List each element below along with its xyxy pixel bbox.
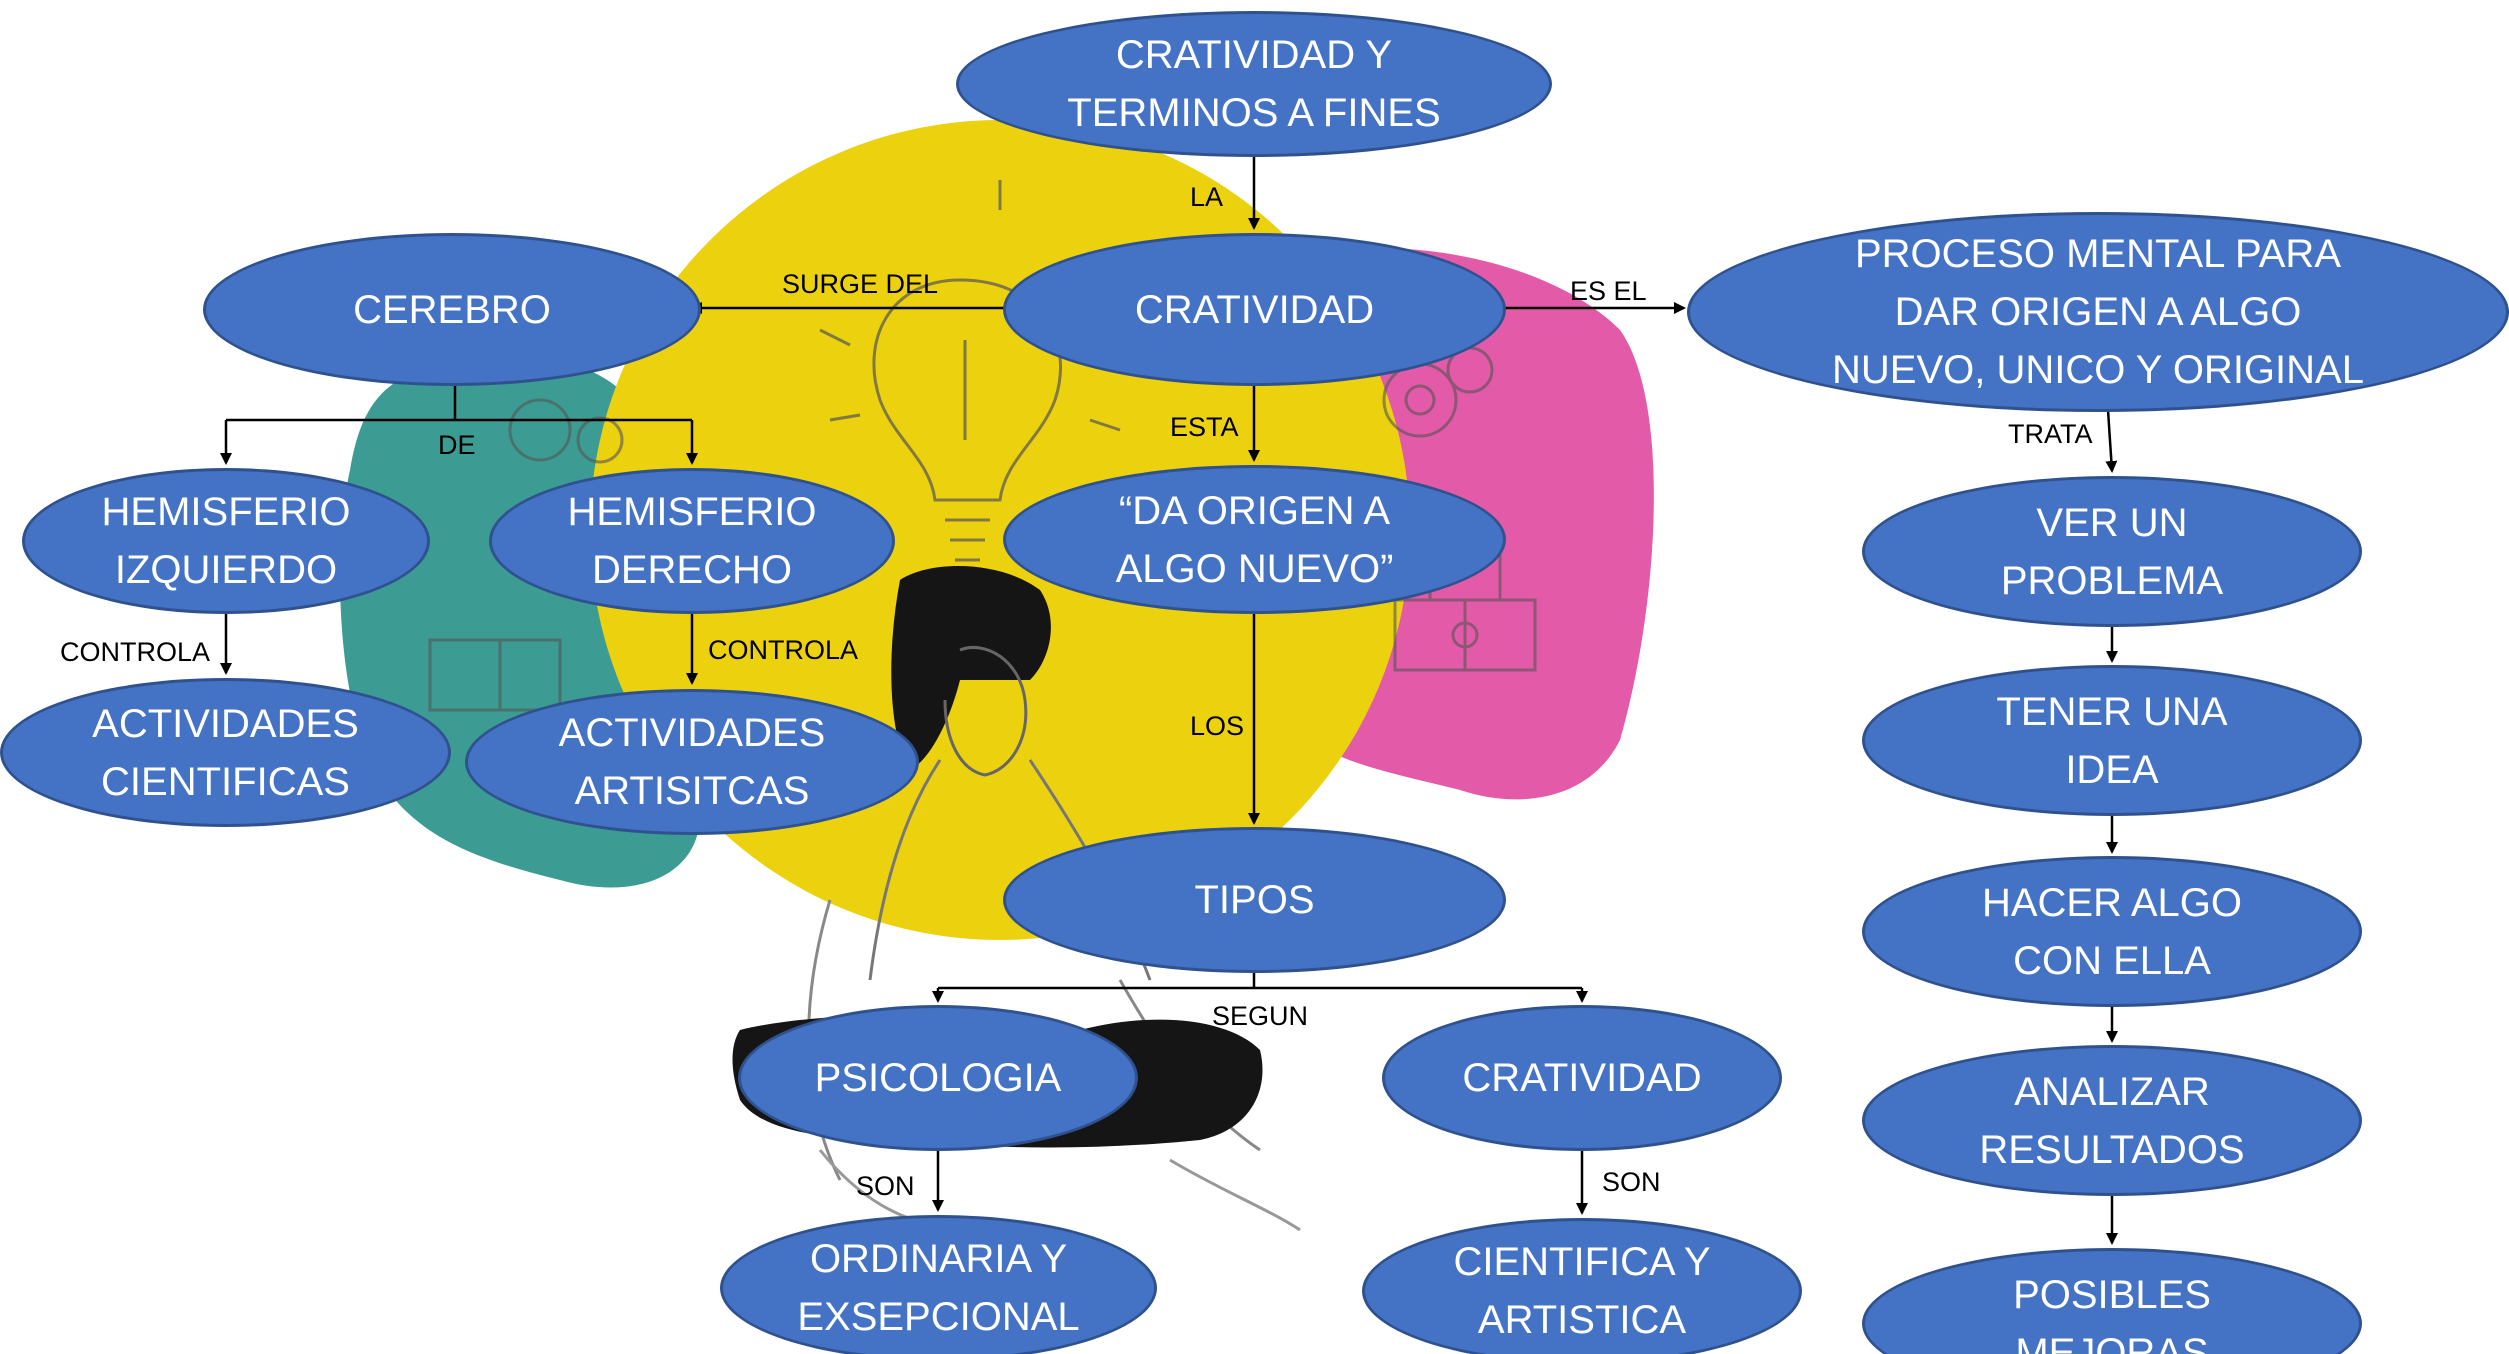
node-creatividad: CRATIVIDAD xyxy=(1003,233,1506,386)
node-proceso: PROCESO MENTAL PARA DAR ORIGEN A ALGO NU… xyxy=(1687,212,2509,412)
node-cerebro: CEREBRO xyxy=(203,233,701,386)
node-da-origen: “DA ORIGEN A ALGO NUEVO” xyxy=(1003,465,1506,614)
node-creatividad-2: CRATIVIDAD xyxy=(1382,1005,1782,1151)
node-title: CRATIVIDAD Y TERMINOS A FINES xyxy=(956,11,1552,157)
node-tener-idea: TENER UNA IDEA xyxy=(1862,665,2362,816)
label-de: DE xyxy=(438,430,476,460)
node-hacer-algo: HACER ALGO CON ELLA xyxy=(1862,856,2362,1007)
node-ver-problema: VER UN PROBLEMA xyxy=(1862,476,2362,627)
node-tipos: TIPOS xyxy=(1003,827,1506,973)
node-act-art: ACTIVIDADES ARTISITCAS xyxy=(465,689,919,835)
gears-icon xyxy=(508,346,1494,464)
node-cientifica: CIENTIFICA Y ARTISTICA xyxy=(1362,1218,1802,1354)
label-segun: SEGUN xyxy=(1212,1001,1309,1031)
label-son-left: SON xyxy=(856,1171,915,1201)
label-controla-right: CONTROLA xyxy=(708,635,859,665)
link-proceso-ver xyxy=(2105,409,2118,473)
node-psicologia: PSICOLOGIA xyxy=(738,1005,1138,1151)
label-surge-del: SURGE DEL xyxy=(782,269,939,299)
node-act-cient: ACTIVIDADES CIENTIFICAS xyxy=(0,678,451,827)
label-controla-left: CONTROLA xyxy=(60,637,211,667)
node-ordinaria: ORDINARIA Y EXSEPCIONAL xyxy=(720,1215,1157,1354)
link-cerebro-hemisferios xyxy=(226,383,692,422)
label-son-right: SON xyxy=(1602,1167,1661,1197)
node-analizar: ANALIZAR RESULTADOS xyxy=(1862,1045,2362,1196)
label-la: LA xyxy=(1190,182,1224,212)
label-trata: TRATA xyxy=(2008,419,2093,449)
label-los: LOS xyxy=(1190,711,1245,741)
label-esta: ESTA xyxy=(1170,412,1239,442)
node-hem-izq: HEMISFERIO IZQUIERDO xyxy=(22,468,430,614)
node-hem-der: HEMISFERIO DERECHO xyxy=(489,468,895,614)
link-tipos-branch xyxy=(938,972,1582,990)
label-es-el: ES EL xyxy=(1570,276,1647,306)
